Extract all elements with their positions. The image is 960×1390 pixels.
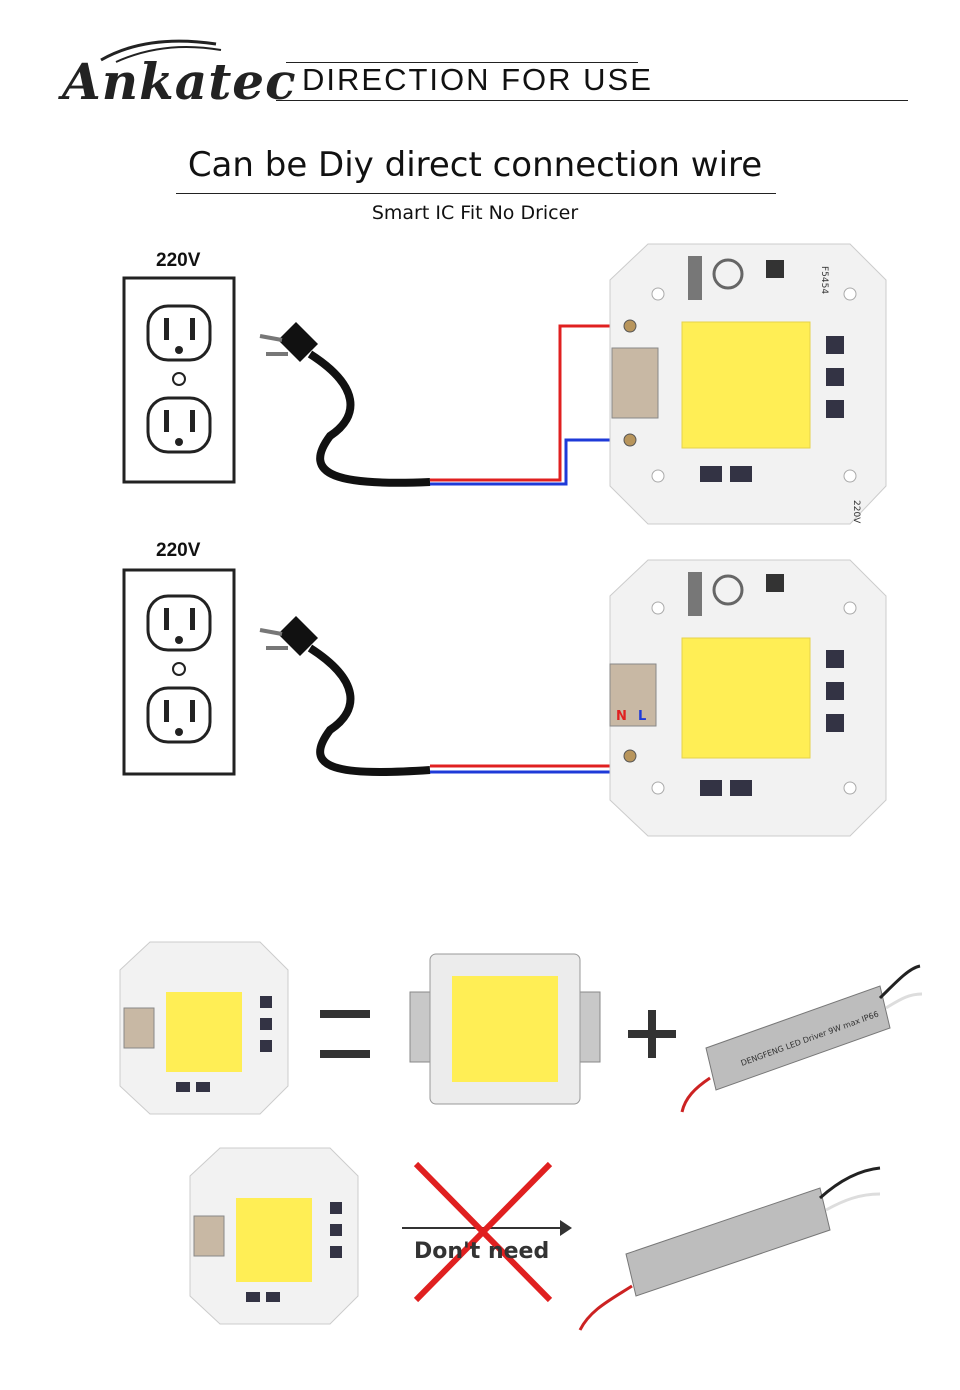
- voltage-label: 220V: [156, 540, 201, 561]
- page-header-title: DIRECTION FOR USE: [302, 62, 653, 97]
- header-bottom-rule: [276, 100, 908, 101]
- led-chip-board: F5454 220V: [609, 243, 887, 525]
- wiring-diagram-direct: F5454 220V: [122, 243, 887, 525]
- dont-need-cross-icon: [402, 1161, 572, 1303]
- led-chip-small: [119, 941, 289, 1115]
- led-chip-small: [189, 1147, 359, 1325]
- brand-logo: Ankatec: [62, 52, 297, 111]
- led-driver-box: [578, 1166, 881, 1331]
- voltage-label: 220V: [156, 250, 201, 271]
- page-subtitle: Smart IC Fit No Dricer: [371, 202, 579, 224]
- dont-need-label: Don't need: [414, 1239, 549, 1264]
- comparison-row-equals: DENGFENG LED Driver 9W max IP66: [119, 941, 923, 1115]
- header-top-rule: [286, 62, 638, 63]
- led-driver-box: DENGFENG LED Driver 9W max IP66: [680, 964, 923, 1113]
- led-chip-board: N L: [609, 559, 887, 837]
- plus-sign-icon: [628, 1010, 676, 1058]
- svg-text:F5454: F5454: [819, 266, 829, 294]
- power-plug-icon: [259, 616, 431, 776]
- title-rule: [176, 193, 776, 194]
- brand-swoosh-icon: [100, 39, 222, 63]
- terminal-n-label: N: [616, 709, 627, 724]
- terminal-l-label: L: [638, 709, 646, 724]
- power-plug-icon: [259, 322, 431, 487]
- wall-outlet: [122, 276, 236, 484]
- led-module-aluminum: [409, 953, 601, 1105]
- comparison-row-not-needed: Don't need: [189, 1147, 881, 1331]
- page-title: Can be Diy direct connection wire: [187, 145, 763, 185]
- svg-text:220V: 220V: [851, 500, 861, 524]
- wall-outlet: [122, 568, 236, 776]
- wiring-diagram-terminal: N L: [122, 559, 887, 837]
- equals-sign-icon: [320, 1010, 370, 1058]
